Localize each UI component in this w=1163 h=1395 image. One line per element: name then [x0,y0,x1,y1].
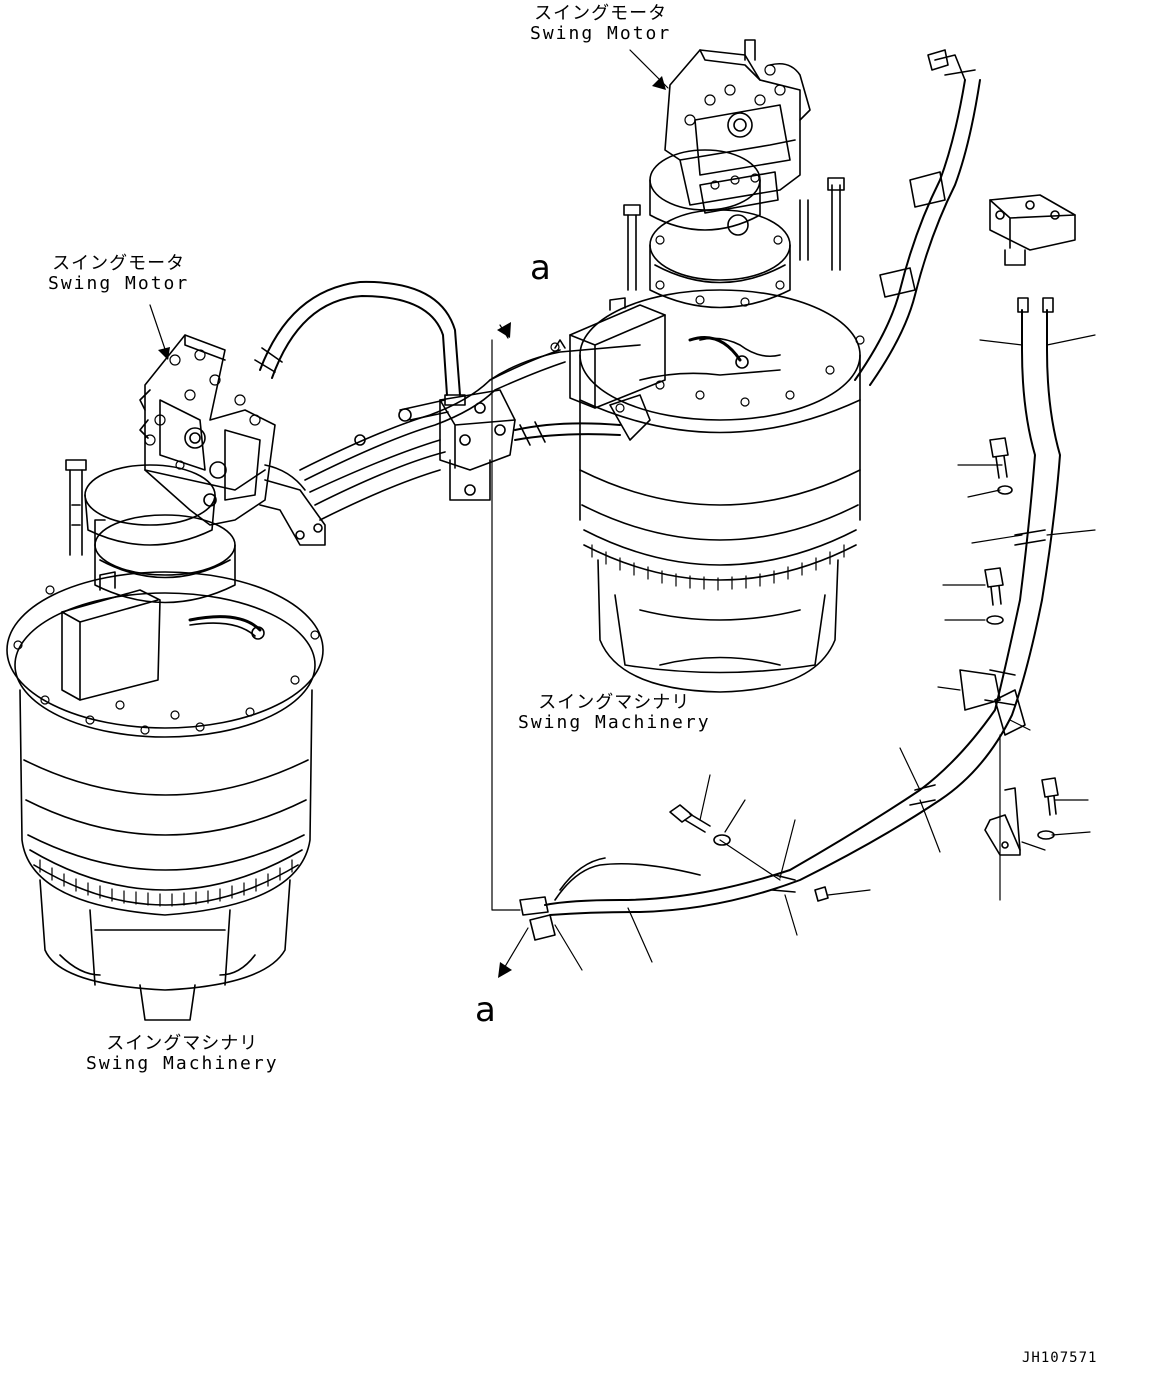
hose-assembly [520,195,1075,940]
connecting-hoses [255,282,780,520]
machinery-left-label-en: Swing Machinery [86,1052,279,1074]
callout-a-bottom: a [475,990,496,1030]
callout-a-top: a [530,248,551,288]
machinery-left-label: スイングマシナリ Swing Machinery [86,1034,279,1074]
left-swing-motor [140,335,325,545]
motor-left-label-jp: スイングモータ [52,253,186,274]
top-right-hose [855,50,980,385]
machinery-right-label: スイングマシナリ Swing Machinery [518,693,711,733]
right-swing-motor [665,40,810,235]
document-id: JH107571 [1022,1350,1098,1366]
motor-right-label: スイングモータ Swing Motor [530,4,671,44]
right-swing-machinery [551,150,864,692]
motor-right-label-en: Swing Motor [530,22,672,44]
machinery-left-label-jp: スイングマシナリ [106,1033,259,1054]
motor-right-label-jp: スイングモータ [534,3,668,24]
motor-left-label-en: Swing Motor [48,272,190,294]
left-swing-machinery [7,460,323,1020]
machinery-right-label-en: Swing Machinery [518,711,711,733]
arrows [158,76,666,978]
machinery-right-label-jp: スイングマシナリ [538,692,691,713]
motor-left-label: スイングモータ Swing Motor [48,254,189,294]
